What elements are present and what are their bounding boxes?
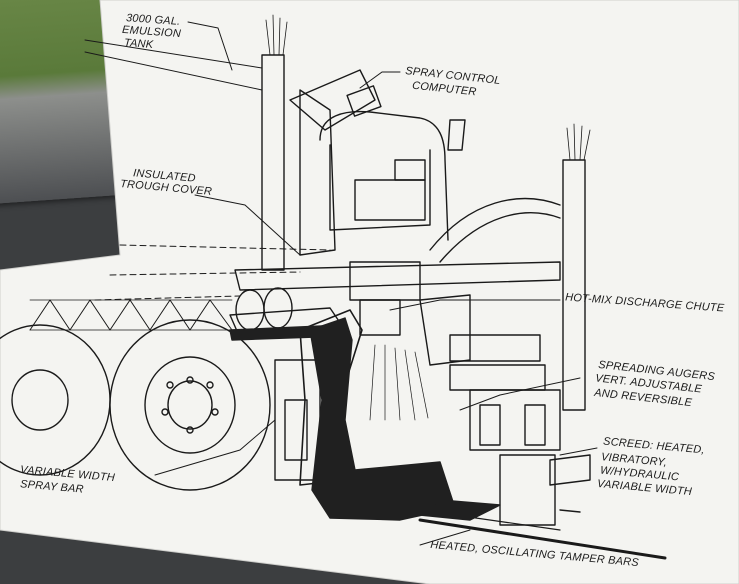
exhaust-stack-left xyxy=(261,14,288,271)
leader-lines xyxy=(84,21,598,546)
machine-drawing xyxy=(0,14,667,560)
tire-right xyxy=(109,319,271,491)
operator-cab xyxy=(289,69,561,263)
trough-strip xyxy=(229,324,346,341)
truck-outline xyxy=(94,244,331,301)
mix-pile xyxy=(419,499,501,521)
hopper-body xyxy=(229,261,561,391)
spray-lines xyxy=(369,344,429,421)
label-emulsion-tank-line3: TANK xyxy=(123,36,154,52)
hot-mix-fill xyxy=(309,317,456,521)
exhaust-stack-right xyxy=(562,123,591,411)
